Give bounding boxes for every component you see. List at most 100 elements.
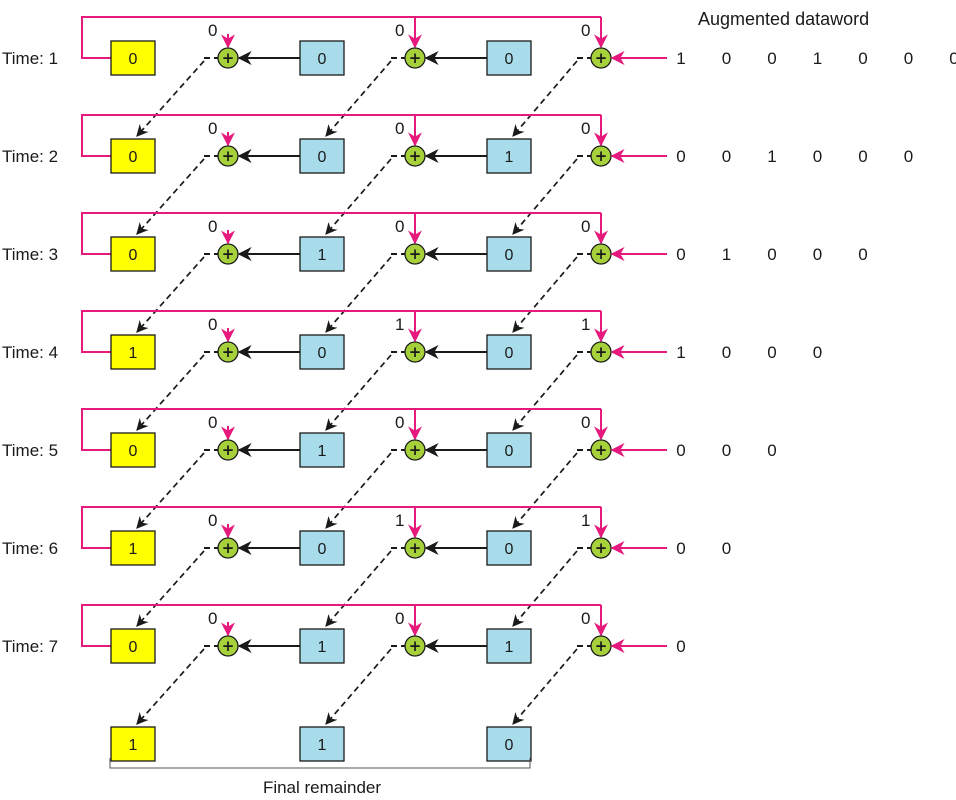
- final-remainder-bracket: [109, 758, 531, 769]
- transfer-arrow: [325, 60, 392, 137]
- input-bit: 0: [813, 245, 822, 264]
- xor-symbol: +: [595, 441, 608, 459]
- register-value: 0: [505, 345, 514, 362]
- tap-value: 1: [395, 511, 404, 530]
- tap-value: 0: [395, 217, 404, 236]
- tap-value: 0: [581, 413, 590, 432]
- transfer-arrow: [512, 452, 578, 529]
- transfer-arrow: [512, 158, 578, 235]
- register-box: [299, 138, 345, 174]
- xor-gate: +: [217, 341, 239, 363]
- feedback-path: [81, 604, 608, 647]
- tap-value: 0: [581, 217, 590, 236]
- feedback-path: [81, 506, 608, 549]
- register-box: [110, 726, 156, 762]
- register-box: [486, 40, 532, 76]
- tap-value: 0: [581, 119, 590, 138]
- transfer-arrow: [136, 550, 205, 627]
- tap-value: 1: [395, 315, 404, 334]
- input-bit: 0: [722, 147, 731, 166]
- register-2: 0: [486, 334, 532, 370]
- transfer-arrow: [136, 452, 205, 529]
- input-bit: 0: [722, 441, 731, 460]
- xor-gate: +: [590, 537, 612, 559]
- input-bit: 0: [813, 147, 822, 166]
- register-2: 0: [486, 432, 532, 468]
- xor-symbol: +: [409, 441, 422, 459]
- xor-symbol: +: [595, 147, 608, 165]
- register-value: 1: [129, 345, 138, 362]
- register-0: 0: [110, 432, 156, 468]
- register-1: 1: [299, 628, 345, 664]
- xor-symbol: +: [409, 343, 422, 361]
- input-bit: 1: [767, 147, 776, 166]
- register-box: [299, 236, 345, 272]
- input-bit: 0: [722, 343, 731, 362]
- register-value: 1: [318, 443, 327, 460]
- xor-symbol: +: [595, 637, 608, 655]
- transfer-arrow: [512, 550, 578, 627]
- input-bit: 0: [858, 245, 867, 264]
- register-value: 1: [318, 737, 327, 754]
- register-1: 0: [299, 334, 345, 370]
- input-bit: 0: [676, 441, 685, 460]
- register-box: [110, 236, 156, 272]
- xor-symbol: +: [409, 147, 422, 165]
- final-register-2: 0: [486, 726, 532, 762]
- register-2: 0: [486, 530, 532, 566]
- register-value: 0: [505, 443, 514, 460]
- xor-gate: +: [590, 243, 612, 265]
- register-box: [486, 236, 532, 272]
- xor-gate: +: [404, 635, 426, 657]
- time-label: Time: 7: [2, 637, 58, 656]
- feedback-path: [81, 114, 608, 157]
- tap-value: 0: [581, 21, 590, 40]
- xor-gate: +: [404, 243, 426, 265]
- register-value: 0: [129, 639, 138, 656]
- time-label: Time: 4: [2, 343, 58, 362]
- augmented-dataword-title: Augmented dataword: [698, 9, 869, 29]
- register-box: [110, 628, 156, 664]
- register-value: 1: [505, 639, 514, 656]
- input-bit: 0: [858, 49, 867, 68]
- tap-value: 0: [208, 609, 217, 628]
- time-label: Time: 6: [2, 539, 58, 558]
- tap-value: 0: [208, 511, 217, 530]
- transfer-arrow: [512, 648, 578, 725]
- xor-gate: +: [217, 537, 239, 559]
- final-register-1: 1: [299, 726, 345, 762]
- register-value: 0: [318, 345, 327, 362]
- register-0: 0: [110, 40, 156, 76]
- xor-gate: +: [404, 537, 426, 559]
- xor-gate: +: [404, 145, 426, 167]
- input-bit: 0: [767, 343, 776, 362]
- register-box: [299, 334, 345, 370]
- register-box: [486, 138, 532, 174]
- xor-symbol: +: [222, 637, 235, 655]
- register-value: 0: [129, 443, 138, 460]
- tap-value: 0: [208, 119, 217, 138]
- register-value: 1: [129, 737, 138, 754]
- xor-symbol: +: [222, 441, 235, 459]
- xor-gate: +: [404, 47, 426, 69]
- transfer-arrow: [325, 256, 392, 333]
- register-2: 1: [486, 628, 532, 664]
- input-bit: 0: [722, 539, 731, 558]
- input-bit: 0: [904, 147, 913, 166]
- xor-gate: +: [217, 47, 239, 69]
- xor-symbol: +: [595, 343, 608, 361]
- feedback-path: [81, 408, 608, 451]
- time-label: Time: 3: [2, 245, 58, 264]
- xor-symbol: +: [222, 539, 235, 557]
- input-bit: 1: [676, 343, 685, 362]
- tap-value: 0: [395, 413, 404, 432]
- register-value: 0: [505, 51, 514, 68]
- register-box: [110, 530, 156, 566]
- xor-gate: +: [217, 439, 239, 461]
- register-box: [486, 726, 532, 762]
